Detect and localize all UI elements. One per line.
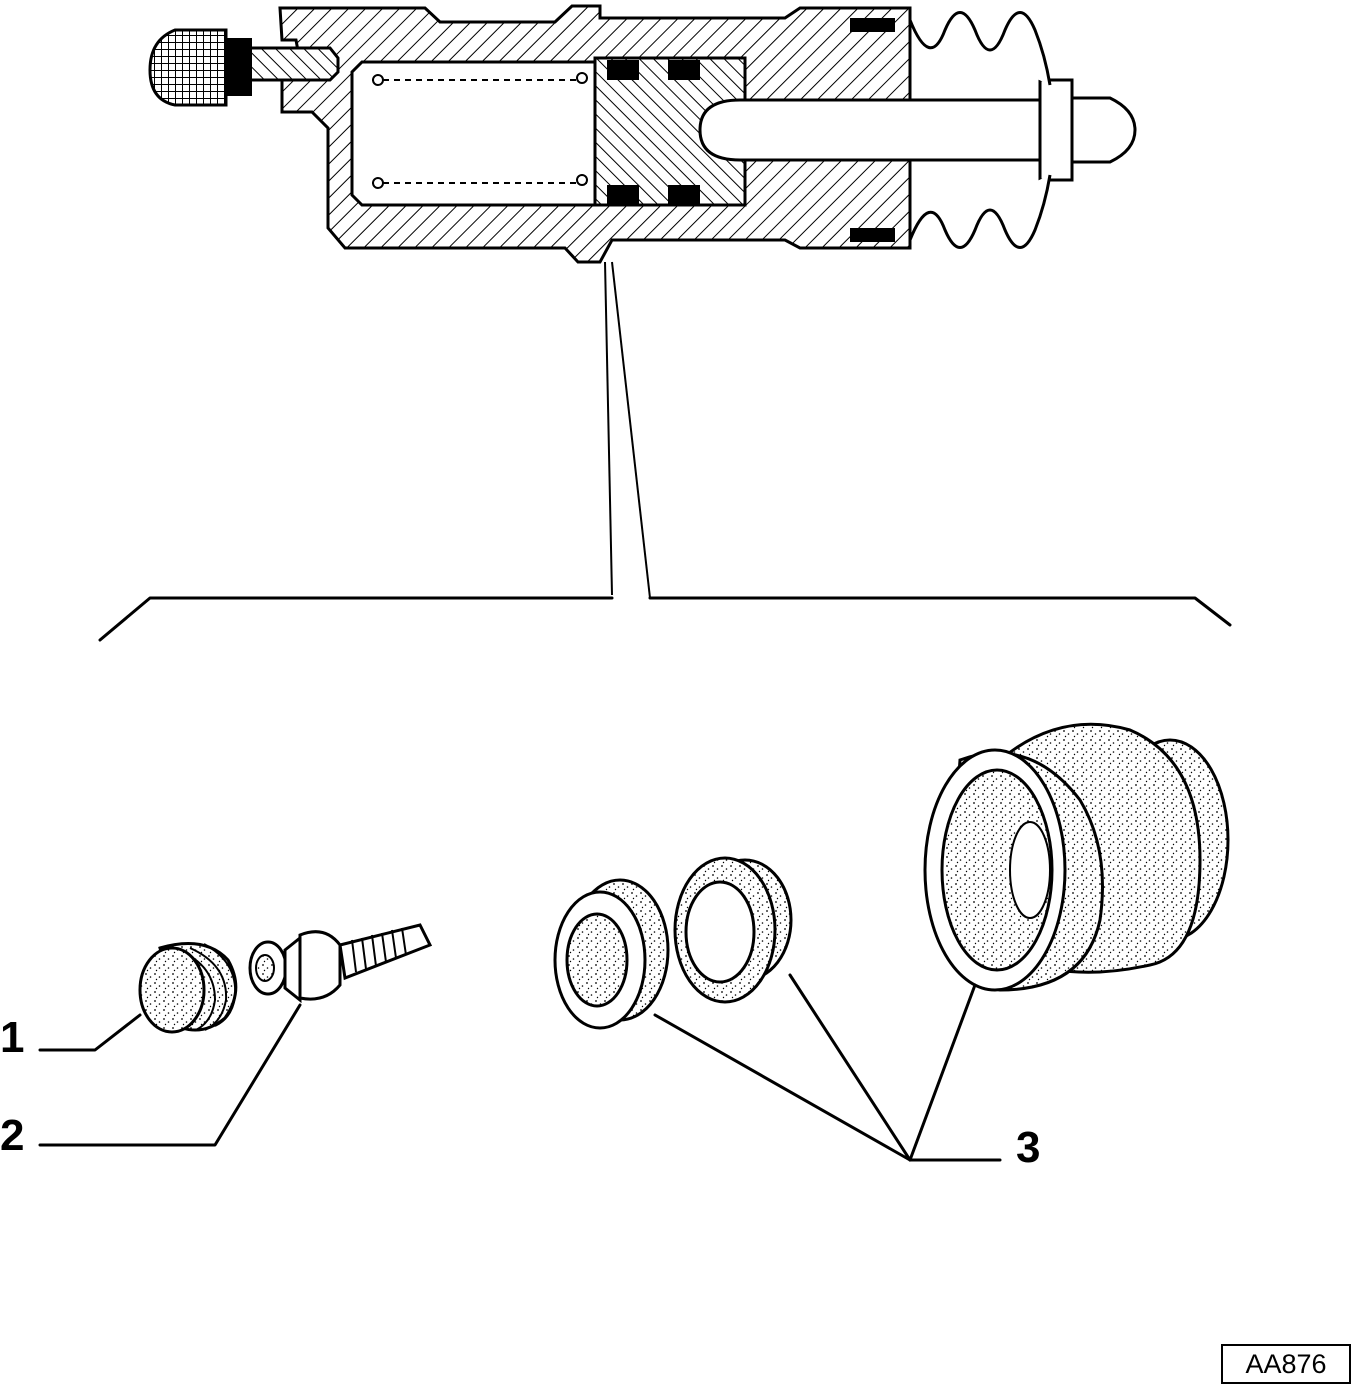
reference-code: AA876	[1245, 1349, 1326, 1379]
dust-boot-part	[923, 722, 1230, 992]
bleeder-assembly-section	[148, 28, 340, 107]
piston-seals	[607, 60, 700, 205]
rod-tip	[1070, 96, 1137, 164]
cylinder-cross-section	[148, 4, 1137, 599]
bleeder-cap	[138, 942, 238, 1034]
return-spring	[372, 72, 590, 189]
rod-nut	[1038, 78, 1074, 182]
push-rod	[698, 98, 1042, 162]
callout-2: 2	[0, 1111, 24, 1160]
piston	[593, 56, 747, 207]
callout-3: 3	[1016, 1123, 1040, 1172]
callout-leaders	[38, 973, 1002, 1162]
explode-bracket	[98, 596, 1232, 642]
reference-box	[1221, 1344, 1351, 1384]
dust-boot	[908, 11, 1052, 249]
bleeder-screw	[248, 923, 433, 1004]
piston-seal-small	[673, 856, 793, 1004]
piston-seal-large	[553, 878, 670, 1030]
callout-1: 1	[0, 1013, 24, 1062]
